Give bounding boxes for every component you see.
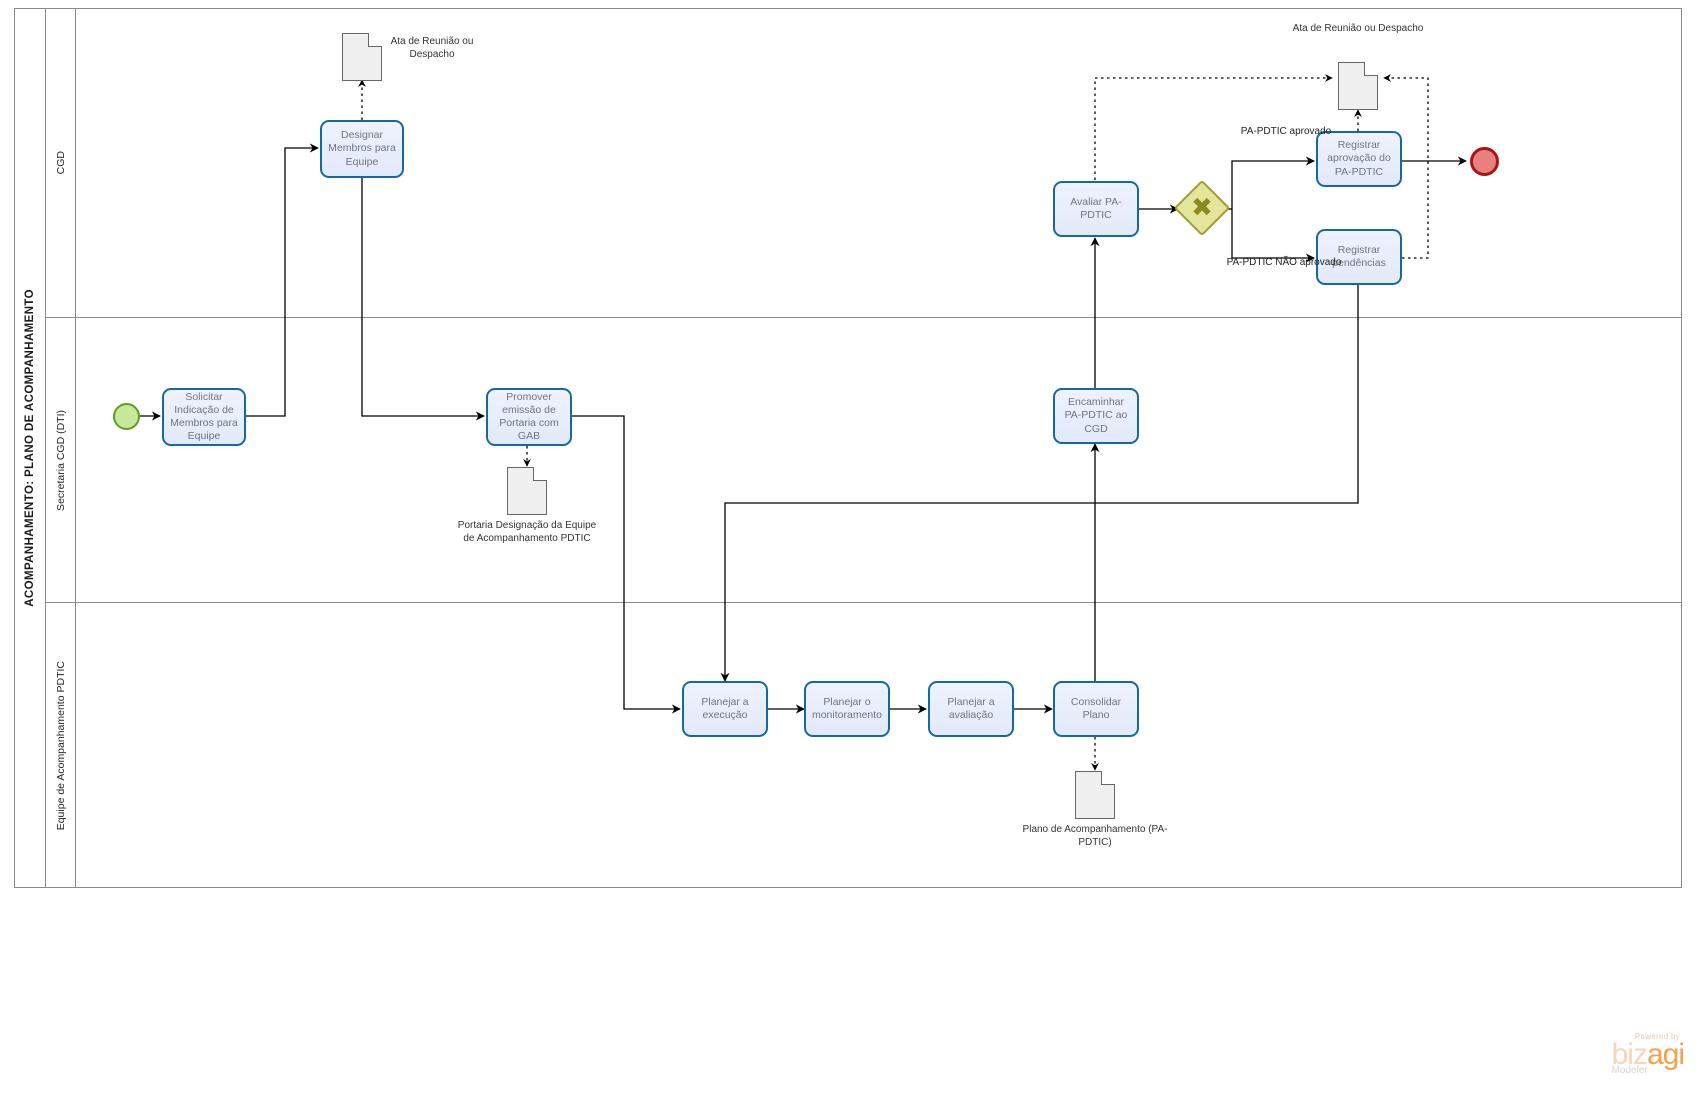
lane-equipe-title: Equipe de Acompanhamento PDTIC — [46, 603, 76, 888]
task-registrar-pendencias-label: Registrar pendências — [1332, 243, 1386, 269]
data-object-ata-reuniao-direita[interactable] — [1338, 61, 1378, 110]
task-planejar-execucao-label: Planejar a execução — [701, 695, 749, 721]
task-planejar-execucao[interactable]: Planejar a execução — [682, 681, 768, 737]
task-registrar-pendencias[interactable]: Registrar pendências — [1316, 229, 1402, 285]
page-fold-icon — [1364, 61, 1378, 76]
data-object-ata-reuniao-topo[interactable] — [342, 32, 382, 81]
flow-label-nao-aprovado: PA-PDTIC NÃO aprovado — [1226, 257, 1342, 268]
task-promover-portaria[interactable]: Promover emissão de Portaria com GAB — [486, 388, 572, 446]
task-solicitar-indicacao-label: Solicitar Indicação de Membros para Equi… — [170, 390, 238, 443]
task-avaliar-pa-pdtic[interactable]: Avaliar PA-PDTIC — [1053, 181, 1139, 237]
task-promover-portaria-label: Promover emissão de Portaria com GAB — [499, 390, 559, 443]
task-planejar-avaliacao-label: Planejar a avaliação — [947, 695, 995, 721]
lane-secretaria-title: Secretaria CGD (DTI) — [46, 318, 76, 603]
start-event[interactable] — [113, 403, 140, 430]
data-object-ata-reuniao-topo-label: Ata de Reunião ou Despacho — [390, 36, 474, 60]
task-planejar-avaliacao[interactable]: Planejar a avaliação — [928, 681, 1014, 737]
page-fold-icon — [533, 466, 547, 481]
data-object-portaria-designacao[interactable] — [507, 466, 547, 515]
task-registrar-aprovacao-label: Registrar aprovação do PA-PDTIC — [1327, 139, 1391, 178]
bizagi-powered-by-label: Powered by — [1634, 1031, 1680, 1041]
lane-equipe-label: Equipe de Acompanhamento PDTIC — [54, 660, 67, 831]
data-object-plano-acompanhamento-label: Plano de Acompanhamento (PA-PDTIC) — [1022, 824, 1168, 848]
page-fold-icon — [368, 32, 382, 47]
exclusive-gateway-aprovacao[interactable]: ✖ — [1173, 179, 1231, 237]
pool-title: ACOMPANHAMENTO: PLANO DE ACOMPANHAMENTO — [14, 8, 46, 888]
lane-cgd — [46, 8, 1682, 318]
task-designar-membros-label: Designar Membros para Equipe — [328, 129, 396, 168]
task-avaliar-pa-pdtic-label: Avaliar PA-PDTIC — [1070, 195, 1122, 221]
task-consolidar-plano[interactable]: Consolidar Plano — [1053, 681, 1139, 737]
bizagi-product-label: Modeler — [1611, 1065, 1648, 1076]
lane-secretaria — [46, 318, 1682, 603]
data-object-portaria-designacao-label: Portaria Designação da Equipe de Acompan… — [457, 520, 597, 544]
task-planejar-monitoramento-label: Planejar o monitoramento — [811, 695, 883, 721]
task-solicitar-indicacao[interactable]: Solicitar Indicação de Membros para Equi… — [162, 388, 246, 446]
task-registrar-aprovacao[interactable]: Registrar aprovação do PA-PDTIC — [1316, 131, 1402, 187]
data-object-plano-acompanhamento[interactable] — [1075, 770, 1115, 819]
task-designar-membros[interactable]: Designar Membros para Equipe — [320, 120, 404, 178]
pool-title-label: ACOMPANHAMENTO: PLANO DE ACOMPANHAMENTO — [23, 289, 36, 607]
bizagi-logo-part1: biz — [1611, 1037, 1648, 1071]
gateway-x-icon: ✖ — [1191, 193, 1213, 223]
task-encaminhar-pa-pdtic-label: Encaminhar PA-PDTIC ao CGD — [1064, 396, 1128, 435]
task-planejar-monitoramento[interactable]: Planejar o monitoramento — [804, 681, 890, 737]
lane-cgd-title: CGD — [46, 8, 76, 318]
lane-secretaria-label: Secretaria CGD (DTI) — [54, 410, 67, 511]
data-object-ata-reuniao-direita-label: Ata de Reunião ou Despacho — [1292, 23, 1424, 34]
page-fold-icon — [1101, 770, 1115, 785]
end-event[interactable] — [1470, 147, 1499, 176]
bizagi-logo-part2: agi — [1646, 1037, 1685, 1071]
lane-equipe — [46, 603, 1682, 888]
task-consolidar-plano-label: Consolidar Plano — [1070, 695, 1122, 721]
lane-cgd-label: CGD — [54, 151, 67, 175]
flow-label-aprovado: PA-PDTIC aprovado — [1240, 126, 1332, 137]
task-encaminhar-pa-pdtic[interactable]: Encaminhar PA-PDTIC ao CGD — [1053, 388, 1139, 444]
